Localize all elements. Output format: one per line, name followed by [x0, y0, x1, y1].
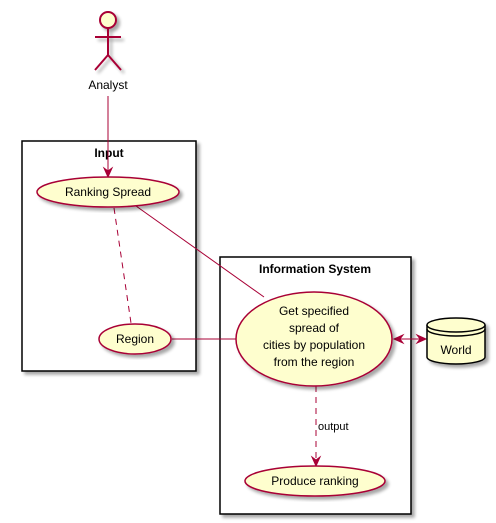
usecase-ranking-spread-label: Ranking Spread [65, 185, 151, 199]
usecase-get-spread-line-2: spread of [289, 321, 340, 335]
actor-analyst [94, 11, 122, 71]
usecase-region-label: Region [116, 332, 154, 346]
edge-ranking-region [113, 207, 132, 324]
arrowhead-getspread [392, 333, 405, 345]
actor-head [99, 11, 117, 29]
arrowhead-produce [310, 455, 322, 468]
actor-label: Analyst [88, 78, 128, 92]
usecase-get-spread-line-4: from the region [274, 355, 355, 369]
usecase-get-spread-line-3: cities by population [263, 338, 365, 352]
arrowhead-world [415, 333, 428, 345]
usecase-produce-ranking-label: Produce ranking [271, 474, 358, 488]
usecase-ranking-spread: Ranking Spread [36, 176, 180, 208]
edge-output-label: output [318, 421, 349, 433]
arrowhead-ranking [102, 166, 114, 179]
edges [102, 96, 428, 468]
usecase-get-spread: Get specified spread of cities by popula… [235, 291, 393, 387]
package-input-title: Input [94, 146, 123, 160]
edge-ranking-getspread [135, 205, 265, 298]
usecase-get-spread-line-1: Get specified [279, 304, 349, 318]
usecase-produce-ranking: Produce ranking [244, 465, 386, 497]
package-system-title: Information System [259, 262, 371, 276]
database-top [426, 317, 486, 333]
usecase-region: Region [98, 323, 172, 355]
database-world [426, 317, 486, 365]
database-world-label: World [440, 343, 471, 357]
